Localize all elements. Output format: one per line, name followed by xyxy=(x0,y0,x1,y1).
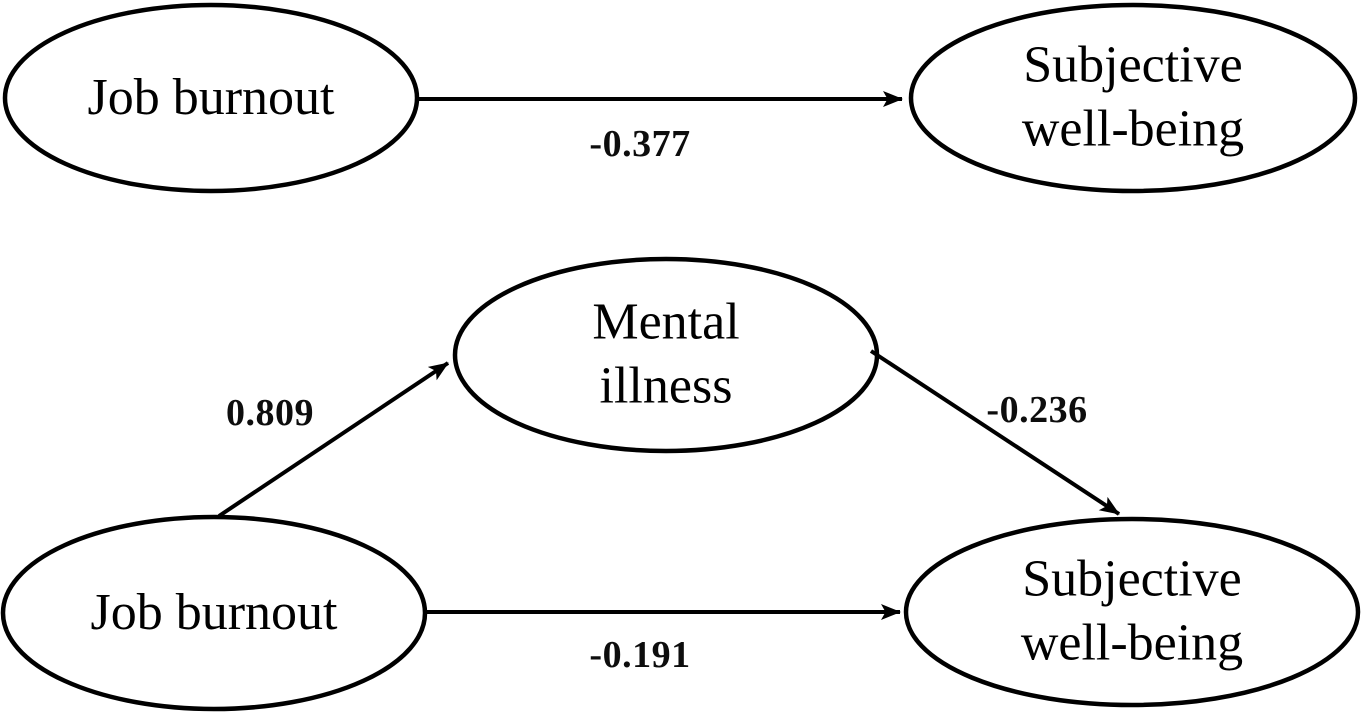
node-label-mental-illness: Mental illness xyxy=(592,293,740,415)
coefficient-burnout-to-well-being-direct: -0.191 xyxy=(589,634,691,676)
node-label-subjective-well-being-bottom: Subjective well-being xyxy=(1020,550,1244,672)
coefficient-burnout-to-mental-illness: 0.809 xyxy=(226,392,314,434)
ellipse-subjective-well-being-bottom xyxy=(903,516,1361,708)
arrow-burnout-to-mental-illness xyxy=(217,361,450,518)
ellipse-subjective-well-being-top xyxy=(908,2,1358,194)
coefficient-total-effect: -0.377 xyxy=(589,123,691,165)
coefficient-mental-illness-to-well-being: -0.236 xyxy=(986,389,1088,431)
node-label-subjective-well-being-top: Subjective well-being xyxy=(1021,36,1245,158)
arrow-mental-illness-to-well-being xyxy=(869,349,1121,516)
node-label-job-burnout-top: Job burnout xyxy=(87,68,335,126)
node-label-job-burnout-bottom: Job burnout xyxy=(90,583,338,641)
